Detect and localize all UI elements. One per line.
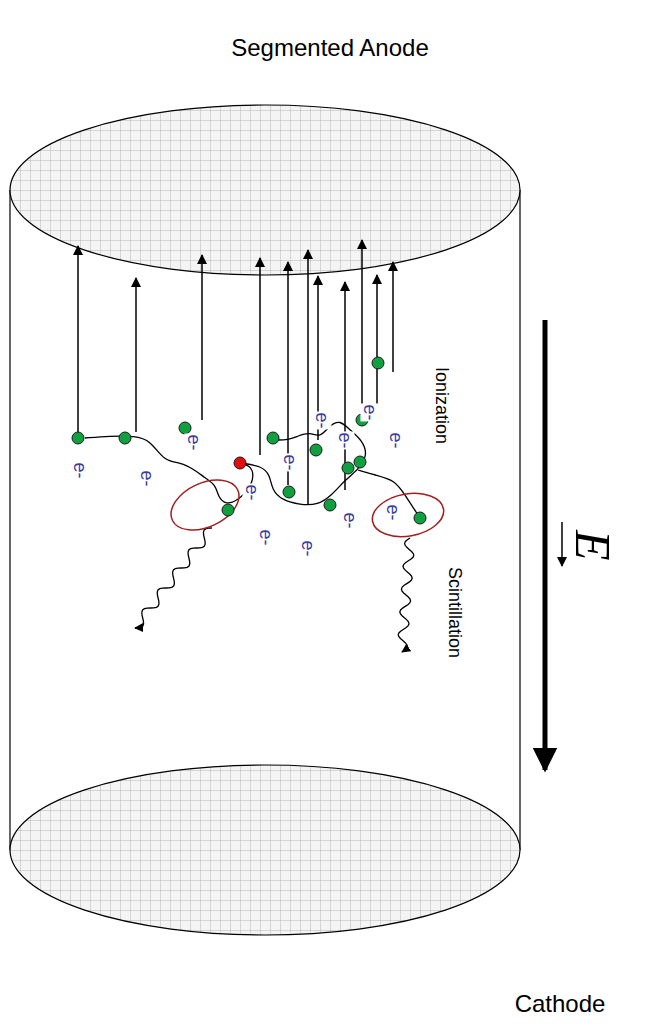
cylinder-wall [9, 190, 10, 850]
drift-arrow [307, 250, 309, 505]
ionization-track [85, 436, 253, 503]
electron-label: e- [341, 511, 360, 529]
electron-label: e- [313, 411, 332, 429]
electron-dot [310, 444, 322, 456]
field-symbol: E [566, 529, 619, 562]
electron-dot [414, 512, 426, 524]
drift-arrow [77, 246, 79, 432]
anode-label: Segmented Anode [230, 35, 430, 60]
drift-arrow [376, 275, 378, 415]
process-label: Ionization [433, 365, 452, 444]
vector-arrow [561, 522, 563, 566]
drift-arrow [259, 258, 261, 455]
electron-dot [72, 432, 84, 444]
process-label: Scintillation [446, 565, 465, 658]
drift-arrow [344, 282, 346, 490]
drift-arrow [135, 278, 137, 432]
drift-arrow [287, 262, 289, 485]
electron-dot [119, 432, 131, 444]
electrons [72, 357, 426, 524]
electron-label: e- [71, 461, 90, 479]
electron-dot [283, 486, 295, 498]
cathode-plane [10, 765, 520, 935]
anode-plane [10, 105, 520, 275]
recombination-circle [163, 470, 247, 540]
electron-label: e- [185, 433, 204, 451]
ionization-tracks [85, 422, 418, 515]
photon-wave [398, 538, 414, 652]
electron-label: e- [257, 528, 276, 546]
field-arrow [543, 320, 548, 770]
electron-label: e- [299, 539, 318, 557]
scintillation-photons [135, 528, 414, 652]
primary-ion [234, 457, 246, 469]
electron-dot [342, 462, 354, 474]
electron-label: e- [361, 403, 380, 421]
drift-arrow [361, 240, 363, 410]
recombination-circle [369, 488, 447, 542]
cylinder-wall [519, 190, 520, 850]
drift-arrow [392, 262, 394, 372]
electron-dot [354, 456, 366, 468]
drift-arrows [78, 240, 393, 505]
electron-label: e- [243, 483, 262, 501]
electron-label: e- [387, 431, 406, 449]
electron-label: e- [138, 469, 157, 487]
electron-label: e- [281, 453, 300, 471]
electron-dot [222, 504, 234, 516]
electron-label: e- [336, 431, 355, 449]
electron-dot [372, 357, 384, 369]
cathode-label: Cathode [514, 991, 607, 1016]
drift-arrow [201, 255, 203, 420]
electron-dot [267, 432, 279, 444]
photon-wave [135, 528, 212, 628]
electron-label: e- [384, 503, 403, 521]
electron-dot [324, 499, 336, 511]
electron-dot [179, 422, 191, 434]
ionization-track [240, 422, 365, 504]
